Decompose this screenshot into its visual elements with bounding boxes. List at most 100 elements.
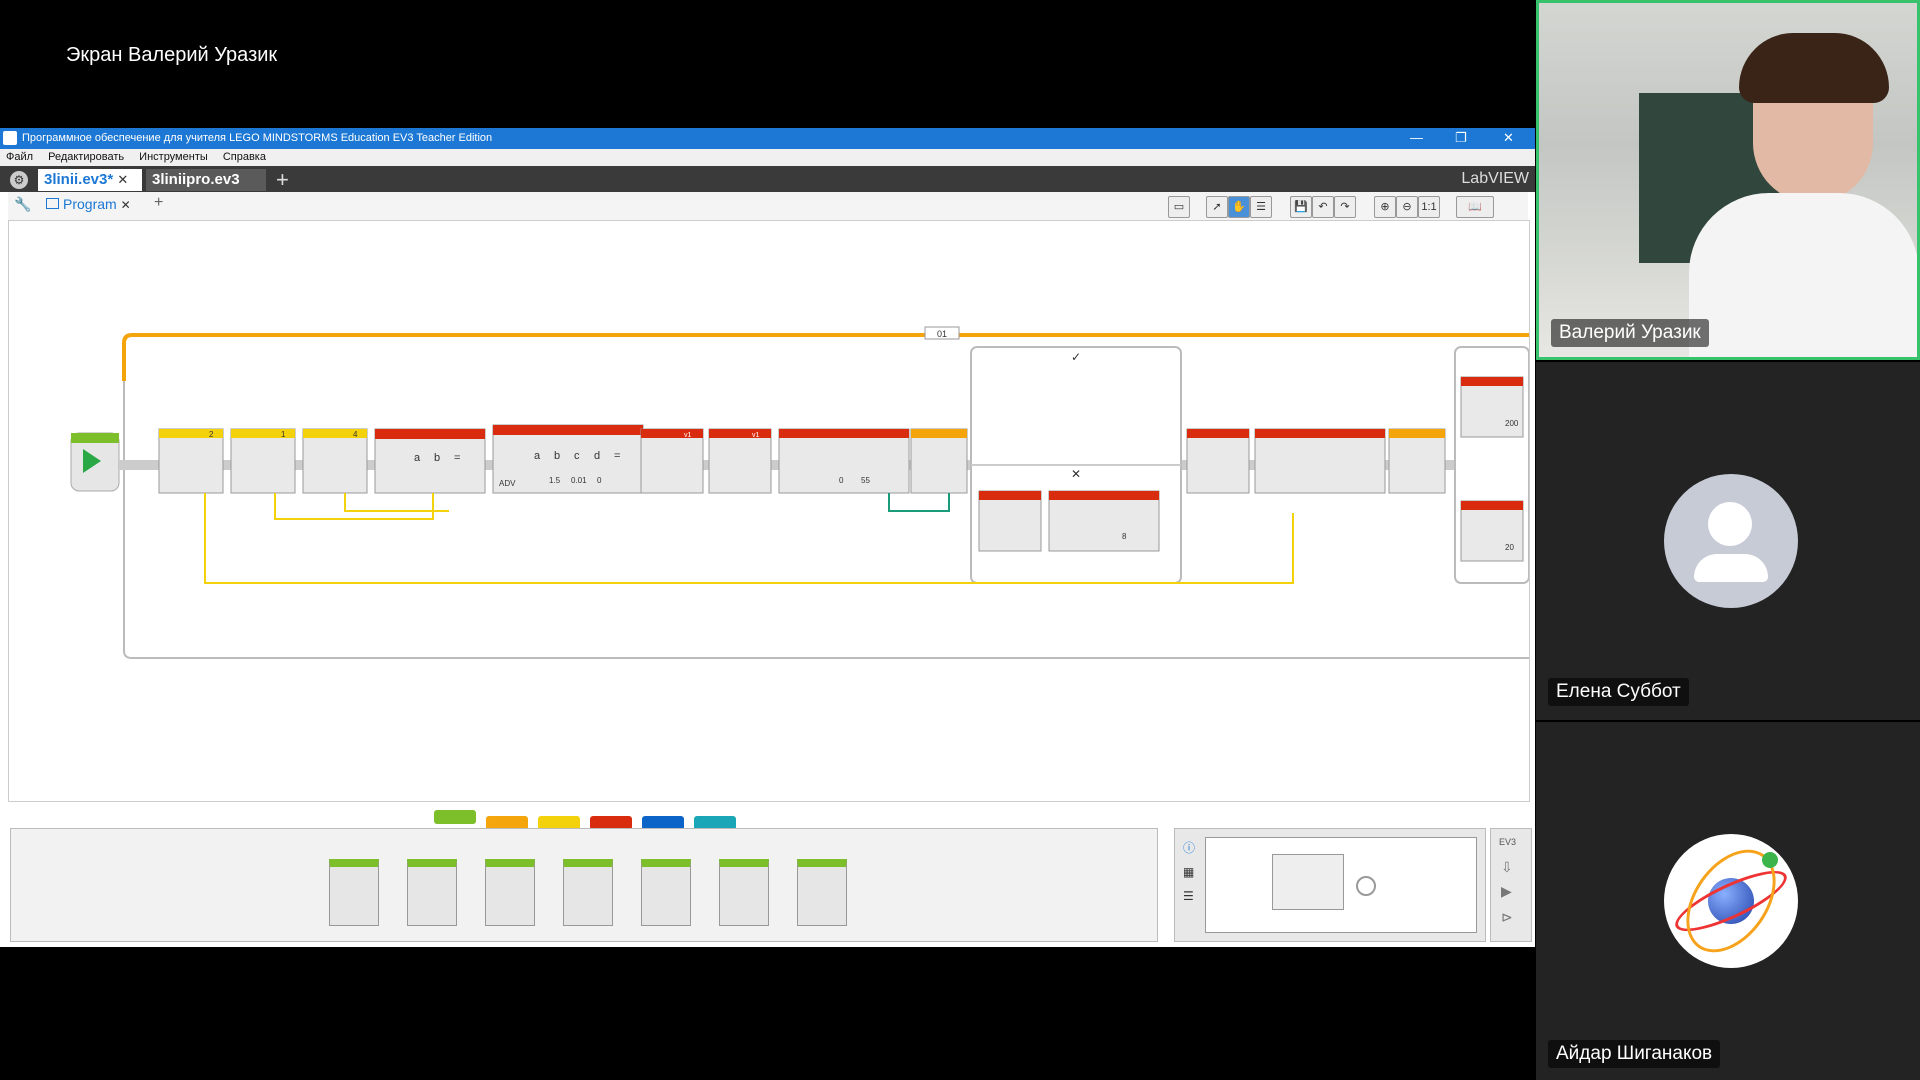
- close-button[interactable]: ✕: [1503, 130, 1514, 145]
- content-editor-icon[interactable]: 📖: [1456, 196, 1494, 218]
- palette-block-move-steering[interactable]: [485, 859, 535, 926]
- program-toolbar: 🔧 Program ✕ + ▭ ➚ ✋ ☰ 💾 ↶ ↷ ⊕ ⊖ 1:1 📖: [8, 192, 1528, 221]
- range-block-2: [1254, 428, 1386, 494]
- redo-icon[interactable]: ↷: [1334, 196, 1356, 218]
- motor-block-group: 2 1 4: [158, 428, 368, 494]
- switch-true-icon: ✓: [1071, 350, 1081, 364]
- palette-block-medium-motor[interactable]: [329, 859, 379, 926]
- palette-block-sound[interactable]: [719, 859, 769, 926]
- electron-icon: [1762, 852, 1778, 868]
- math-equals: =: [454, 452, 460, 464]
- person-shirt: [1689, 193, 1917, 357]
- data-wire-2: [344, 493, 449, 512]
- start-play-icon: [83, 449, 101, 473]
- math-var-a: a: [414, 452, 421, 464]
- wrench-icon[interactable]: 🔧: [14, 196, 32, 212]
- lobby-home-icon[interactable]: ⚙: [10, 171, 28, 189]
- math-block: [374, 428, 486, 494]
- range-high: 55: [861, 476, 870, 485]
- participant-tile-elena[interactable]: Елена Суббот: [1536, 362, 1920, 720]
- tab-3linii[interactable]: 3linii.ev3* ✕: [38, 169, 142, 191]
- switch2-value-2: 20: [1505, 543, 1514, 552]
- palette-tab-sensor[interactable]: [538, 816, 580, 830]
- download-icon[interactable]: ⇩: [1501, 859, 1513, 875]
- available-bricks-icon[interactable]: ☰: [1183, 889, 1194, 903]
- menu-tools[interactable]: Инструменты: [139, 151, 208, 163]
- participant-name: Валерий Уразик: [1551, 319, 1709, 347]
- avatar: [1664, 833, 1798, 969]
- labview-logo: LabVIEW: [1461, 170, 1529, 187]
- app-icon: [3, 131, 17, 145]
- variable-tag-2: v1: [752, 432, 760, 439]
- download-run-icon[interactable]: ▶: [1501, 883, 1512, 899]
- adv-var-a: a: [534, 450, 541, 462]
- range-block: [778, 428, 910, 494]
- zoom-out-icon[interactable]: ⊖: [1396, 196, 1418, 218]
- tab-program[interactable]: Program ✕: [46, 196, 131, 212]
- undo-icon[interactable]: ↶: [1312, 196, 1334, 218]
- participant-tile-valeriy[interactable]: Валерий Уразик: [1536, 0, 1920, 360]
- tab-close-icon[interactable]: ✕: [117, 172, 129, 187]
- program-tab-close-icon[interactable]: ✕: [120, 198, 131, 212]
- palette-tab-myblocks[interactable]: [694, 816, 736, 830]
- menu-help[interactable]: Справка: [222, 151, 266, 163]
- motor-block-1: [158, 428, 224, 494]
- palette-tab-data[interactable]: [590, 816, 632, 830]
- loop-frame: [123, 381, 1529, 659]
- range-low: 0: [839, 476, 844, 485]
- comment-icon[interactable]: ▭: [1168, 196, 1190, 218]
- minimize-button[interactable]: —: [1410, 130, 1423, 145]
- note-icon[interactable]: ☰: [1250, 196, 1272, 218]
- palette-tab-action[interactable]: [434, 810, 476, 824]
- variable-tag-1: v1: [684, 432, 692, 439]
- tab-3liniipro[interactable]: 3liniipro.ev3: [146, 169, 266, 191]
- loop-top-bar: [122, 333, 1529, 381]
- palette-block-display[interactable]: [641, 859, 691, 926]
- logic-block: [910, 428, 968, 494]
- ev3-window: Программное обеспечение для учителя LEGO…: [0, 128, 1535, 947]
- switch-math-value: 8: [1122, 532, 1127, 541]
- program-icon: [46, 198, 59, 209]
- switch-variable-block: [978, 490, 1042, 552]
- brick-icon: [1272, 854, 1344, 910]
- menu-edit[interactable]: Редактировать: [48, 151, 125, 163]
- palette-block-move-tank[interactable]: [563, 859, 613, 926]
- avatar: [1664, 474, 1798, 608]
- variable-block-2: [708, 428, 772, 494]
- port-view-icon[interactable]: ▦: [1183, 865, 1195, 879]
- participant-tile-aidar[interactable]: Айдар Шиганаков: [1536, 722, 1920, 1080]
- palette-tab-advanced[interactable]: [642, 816, 684, 830]
- add-project-button[interactable]: +: [276, 167, 289, 192]
- program-canvas[interactable]: 0 1 2 1 4 a b =: [8, 220, 1530, 802]
- start-block-header: [71, 433, 119, 443]
- connection-icon: [1356, 876, 1376, 896]
- loop-label-box: [924, 326, 960, 340]
- run-selected-icon[interactable]: ⊳: [1501, 909, 1513, 925]
- menu-file[interactable]: Файл: [6, 151, 34, 163]
- math-var-b: b: [434, 452, 440, 464]
- motor-port-2: 1: [281, 430, 286, 439]
- select-icon[interactable]: ➚: [1206, 196, 1228, 218]
- palette-tab-flow[interactable]: [486, 816, 528, 830]
- save-icon[interactable]: 💾: [1290, 196, 1312, 218]
- maximize-button[interactable]: ❐: [1455, 130, 1467, 145]
- logic-wire: [888, 493, 950, 512]
- pan-icon[interactable]: ✋: [1228, 196, 1250, 218]
- data-wire-1: [274, 493, 434, 520]
- adv-var-b: b: [554, 450, 560, 462]
- adv-value-3: 0: [597, 476, 602, 485]
- hardware-page: ⓘ ▦ ☰: [1174, 828, 1486, 942]
- screen-share-label: Экран Валерий Уразик: [66, 44, 278, 66]
- participant-name: Елена Суббот: [1548, 678, 1689, 706]
- add-program-button[interactable]: +: [154, 194, 164, 211]
- brick-info-icon[interactable]: ⓘ: [1183, 841, 1196, 855]
- zoom-in-icon[interactable]: ⊕: [1374, 196, 1396, 218]
- adv-mode-label: ADV: [499, 479, 516, 488]
- hardware-screen: [1205, 837, 1477, 933]
- motor-port-3: 4: [353, 430, 358, 439]
- palette-block-brick-light[interactable]: [797, 859, 847, 926]
- palette-block-large-motor[interactable]: [407, 859, 457, 926]
- window-title: Программное обеспечение для учителя LEGO…: [22, 132, 493, 144]
- zoom-reset-icon[interactable]: 1:1: [1418, 196, 1440, 218]
- menu-bar: Файл Редактировать Инструменты Справка: [0, 149, 1535, 166]
